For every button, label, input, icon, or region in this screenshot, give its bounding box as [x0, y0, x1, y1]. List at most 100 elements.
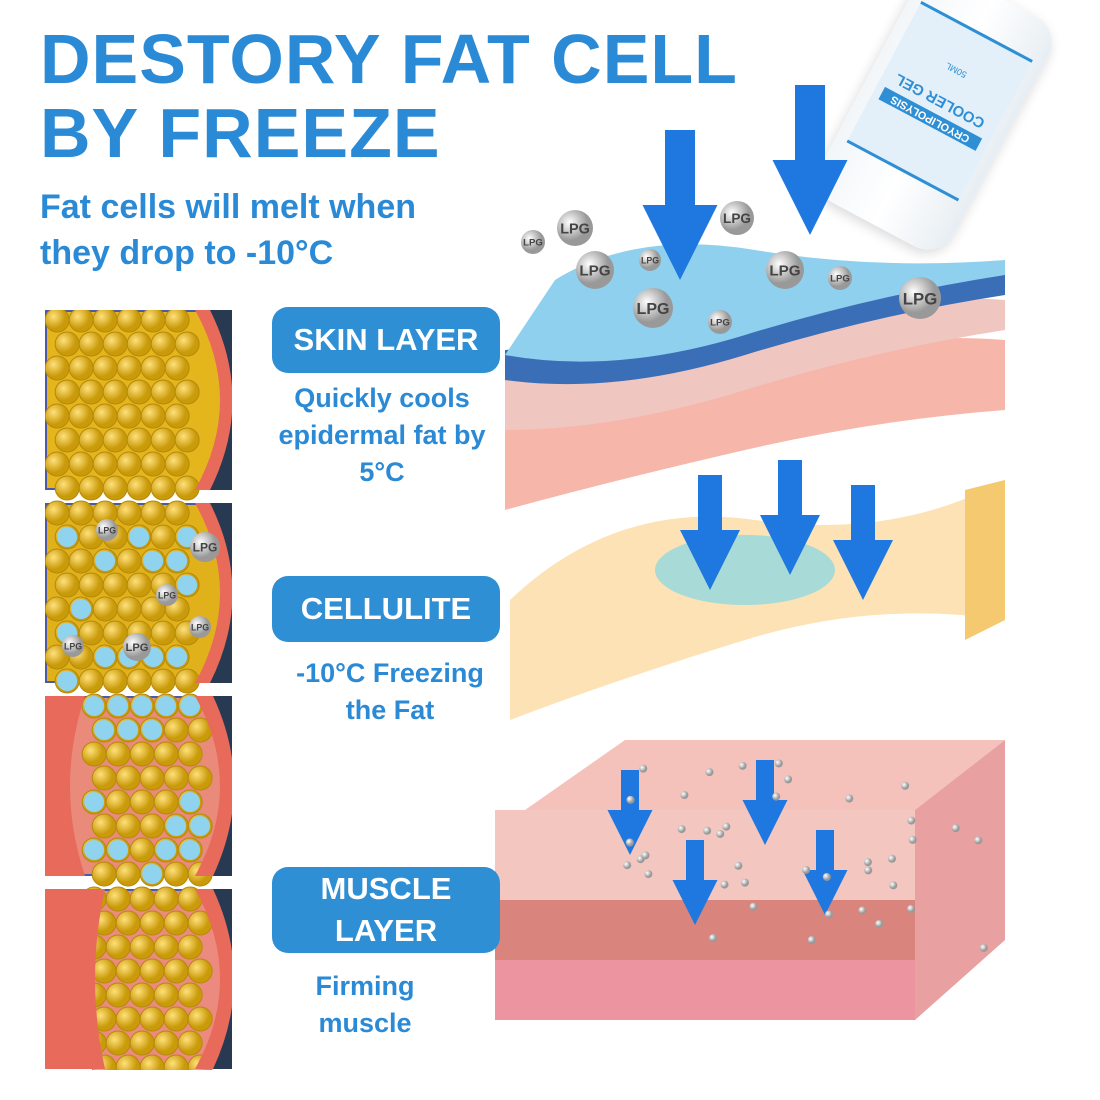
- fat-cell: [117, 549, 141, 573]
- fat-cell: [130, 935, 154, 959]
- skin-layer-description: Quickly coolsepidermal fat by5°C: [262, 380, 502, 491]
- fat-cell: [106, 887, 130, 911]
- fat-cell: [79, 573, 103, 597]
- gel-droplet: [703, 827, 711, 835]
- lpg-bubble: LPG: [899, 277, 941, 319]
- lpg-bubble-label: LPG: [193, 541, 218, 555]
- lpg-bubble-label: LPG: [523, 238, 543, 249]
- gel-droplet: [875, 920, 883, 928]
- fat-cell: [165, 404, 189, 428]
- fat-cell: [116, 911, 140, 935]
- fat-cell: [103, 428, 127, 452]
- fat-cell: [188, 766, 212, 790]
- fat-cell: [45, 501, 69, 525]
- fat-cell: [93, 452, 117, 476]
- ice-crystal: [167, 551, 187, 571]
- ice-crystal: [84, 696, 104, 716]
- arrow-down-icon: [773, 85, 848, 235]
- gel-droplet: [909, 836, 917, 844]
- fat-cell: [45, 356, 69, 380]
- fat-cell: [130, 742, 154, 766]
- gel-droplet: [825, 910, 833, 918]
- gel-droplet: [705, 768, 713, 776]
- fat-cell: [140, 911, 164, 935]
- fat-cell: [106, 742, 130, 766]
- skin-layer-label: SKIN LAYER: [272, 307, 500, 373]
- fat-cell: [188, 959, 212, 983]
- fat-cell: [117, 356, 141, 380]
- fat-cell: [55, 428, 79, 452]
- ice-crystal: [142, 720, 162, 740]
- lpg-bubble-label: LPG: [579, 263, 610, 280]
- fat-cell: [103, 380, 127, 404]
- ice-crystal: [180, 840, 200, 860]
- desc-line: the Fat: [270, 692, 510, 729]
- ice-crystal: [166, 816, 186, 836]
- fat-cell: [106, 790, 130, 814]
- fat-cell: [141, 356, 165, 380]
- gel-droplet: [644, 870, 652, 878]
- ice-crystal: [118, 720, 138, 740]
- fat-cell: [140, 1007, 164, 1031]
- fat-cell: [188, 1007, 212, 1031]
- gel-droplet: [823, 873, 831, 881]
- fat-cell: [93, 310, 117, 332]
- fat-cell: [154, 742, 178, 766]
- fat-cell: [79, 476, 103, 500]
- fat-cell: [79, 669, 103, 693]
- ice-crystal: [132, 696, 152, 716]
- lpg-bubble: LPG: [189, 616, 211, 638]
- gel-droplet: [901, 782, 909, 790]
- lpg-bubble-label: LPG: [158, 590, 176, 600]
- fat-cell: [116, 766, 140, 790]
- fat-cell: [154, 935, 178, 959]
- fat-cell: [175, 380, 199, 404]
- fat-cell: [151, 428, 175, 452]
- fat-cell: [175, 332, 199, 356]
- lpg-bubble: LPG: [96, 519, 118, 541]
- fat-cell: [141, 452, 165, 476]
- fat-cell: [165, 310, 189, 332]
- gel-droplet: [734, 862, 742, 870]
- lpg-bubble: LPG: [576, 251, 614, 289]
- fat-cell: [103, 476, 127, 500]
- fat-cell: [117, 452, 141, 476]
- gel-droplet: [907, 817, 915, 825]
- fat-cell: [103, 332, 127, 356]
- gel-droplet: [678, 825, 686, 833]
- lpg-bubble: LPG: [828, 266, 852, 290]
- fat-cell: [178, 1031, 202, 1055]
- fat-cell: [106, 983, 130, 1007]
- fat-cell: [178, 742, 202, 766]
- label-line: MUSCLE: [321, 868, 452, 910]
- fat-cell: [165, 452, 189, 476]
- ice-crystal: [84, 840, 104, 860]
- gel-droplet: [802, 866, 810, 874]
- fat-cell: [116, 862, 140, 886]
- fat-cell: [117, 310, 141, 332]
- muscle-layer-description: Firmingmuscle: [265, 968, 465, 1042]
- gel-droplet: [626, 838, 634, 846]
- fat-cell: [116, 1007, 140, 1031]
- gel-droplet: [864, 866, 872, 874]
- ice-crystal: [71, 599, 91, 619]
- lpg-bubble: LPG: [156, 584, 178, 606]
- lpg-bubble: LPG: [557, 210, 593, 246]
- fat-cell: [127, 669, 151, 693]
- fat-cell: [92, 766, 116, 790]
- fat-cell: [69, 501, 93, 525]
- fat-cell: [45, 452, 69, 476]
- gel-droplet: [739, 762, 747, 770]
- fat-cell: [55, 573, 79, 597]
- ice-crystal: [57, 527, 77, 547]
- fat-cell: [117, 597, 141, 621]
- fat-cell: [164, 1055, 188, 1070]
- fat-cell: [45, 549, 69, 573]
- fat-cell: [93, 356, 117, 380]
- ice-crystal: [167, 647, 187, 667]
- fat-cell: [55, 476, 79, 500]
- gel-droplet: [680, 791, 688, 799]
- fat-cell: [130, 887, 154, 911]
- ice-crystal: [156, 840, 176, 860]
- cellulite-description: -10°C Freezingthe Fat: [270, 655, 510, 729]
